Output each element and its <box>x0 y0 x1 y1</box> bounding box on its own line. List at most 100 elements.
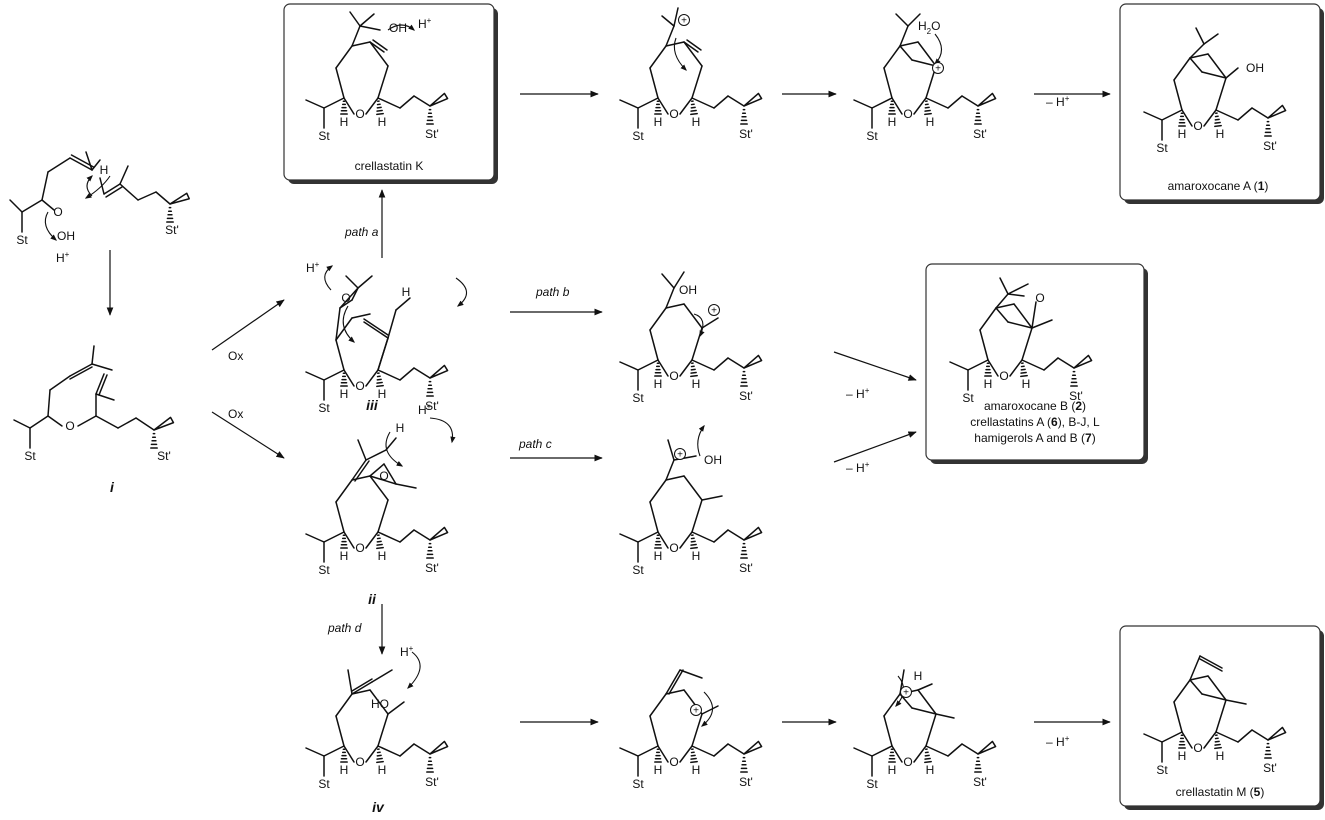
bond <box>414 530 430 540</box>
bond <box>50 376 70 390</box>
cation-plus: + <box>681 16 687 27</box>
sterol-chain-st: St <box>632 129 644 143</box>
sterol-chain-st-prime: St' <box>425 775 439 789</box>
bond <box>728 530 744 540</box>
label-ox-lower: Ox <box>228 407 243 421</box>
molecule-cation-bicyclic-d <box>854 670 996 776</box>
bond <box>48 158 70 172</box>
bond <box>702 318 718 328</box>
bond <box>396 298 410 310</box>
label-path-a: path a <box>344 225 379 239</box>
bond <box>692 714 702 746</box>
h-atom-right: H <box>1216 127 1225 141</box>
double-bond <box>352 679 372 691</box>
bond <box>366 532 378 548</box>
allylic-h: H <box>100 163 109 177</box>
wedge-bond <box>744 527 762 540</box>
bond <box>378 338 388 370</box>
bond <box>396 484 416 488</box>
bond <box>948 744 962 756</box>
bond <box>658 532 668 548</box>
bond <box>914 746 926 762</box>
epoxide-oxygen: O <box>379 469 388 483</box>
label-amaroxocane-a: amaroxocane A (1) <box>1168 179 1269 193</box>
bond <box>674 8 678 26</box>
sterol-chain-st-prime: St' <box>973 775 987 789</box>
sterol-chain-st-prime: St' <box>1263 761 1277 775</box>
h-atom-left: H <box>340 763 349 777</box>
label-minus-h-a: – H+ <box>1046 94 1070 109</box>
bond <box>378 370 400 380</box>
bond <box>728 96 744 106</box>
bond <box>42 200 54 210</box>
curly-arrow-iii-h <box>325 266 332 290</box>
bond <box>650 46 666 68</box>
bond <box>666 670 680 694</box>
label-minus-h-m: – H+ <box>1046 734 1070 749</box>
sterol-chain-st-prime: St' <box>165 223 179 237</box>
ring-oxygen: O <box>669 369 678 383</box>
h-atom-right: H <box>692 763 701 777</box>
wedge-bond <box>430 741 448 754</box>
box-crellastatin-m <box>1120 626 1324 810</box>
bond <box>400 530 414 542</box>
sterol-chain-st-prime: St' <box>1069 389 1083 403</box>
curly-arrow-h2o <box>935 34 942 64</box>
bond <box>366 450 386 460</box>
hydroxyl-group: OH <box>389 21 407 35</box>
allylic-h: H <box>396 421 405 435</box>
cation-plus: + <box>903 688 909 699</box>
bond <box>714 358 728 370</box>
text-layer: crellastatin K amaroxocane A (1) amaroxo… <box>56 16 1268 815</box>
cation-plus: + <box>711 306 717 317</box>
bond <box>638 98 658 108</box>
h-atom-right: H <box>692 377 701 391</box>
label-hamigerols: hamigerols A and B (7) <box>974 431 1095 445</box>
label-intermediate-i: i <box>110 479 115 495</box>
arrow-c-cation-to-product <box>834 432 916 462</box>
box-amaroxocane-a <box>1120 4 1324 204</box>
bond <box>378 746 400 756</box>
bond <box>414 744 430 754</box>
curly-arrow-ii-h <box>430 418 453 442</box>
bond <box>378 714 388 746</box>
curly-arrow-start-h <box>87 176 92 196</box>
sterol-chain-st: St <box>632 563 644 577</box>
molecule-intermediate-i <box>14 346 173 448</box>
bond <box>388 310 396 338</box>
bond <box>884 46 900 68</box>
ring-oxygen: O <box>669 541 678 555</box>
bond <box>662 274 674 288</box>
bond <box>96 416 118 428</box>
sterol-chain-st-prime: St' <box>425 127 439 141</box>
bond <box>892 98 902 114</box>
bond <box>42 172 48 200</box>
bond <box>378 500 388 532</box>
sterol-chain-st: St <box>318 129 330 143</box>
bond <box>702 496 722 500</box>
sterol-chain-st-prime: St' <box>739 775 753 789</box>
bond <box>96 394 114 400</box>
bond <box>918 684 932 690</box>
ether-oxygen: O <box>65 419 74 433</box>
bond <box>900 26 908 46</box>
bond <box>306 534 324 542</box>
sterol-chain-st: St <box>16 233 28 247</box>
label-h-plus-start: H+ <box>56 250 70 265</box>
bond <box>620 748 638 756</box>
bond <box>336 716 344 746</box>
bond <box>714 96 728 108</box>
bond <box>692 746 714 756</box>
h-atom-left: H <box>340 115 349 129</box>
hydroxyl-group: OH <box>1246 61 1264 75</box>
bond <box>22 200 42 212</box>
sterol-chain-st: St <box>632 777 644 791</box>
bond <box>324 370 344 380</box>
label-h-plus-iii: H+ <box>306 260 320 275</box>
bond <box>900 42 918 46</box>
wedge-bond <box>744 93 762 106</box>
sterol-chain-st-prime: St' <box>973 127 987 141</box>
hydroxyl-group: HO <box>371 697 389 711</box>
bond <box>684 476 702 500</box>
hydroxyl-group: OH <box>679 283 697 297</box>
